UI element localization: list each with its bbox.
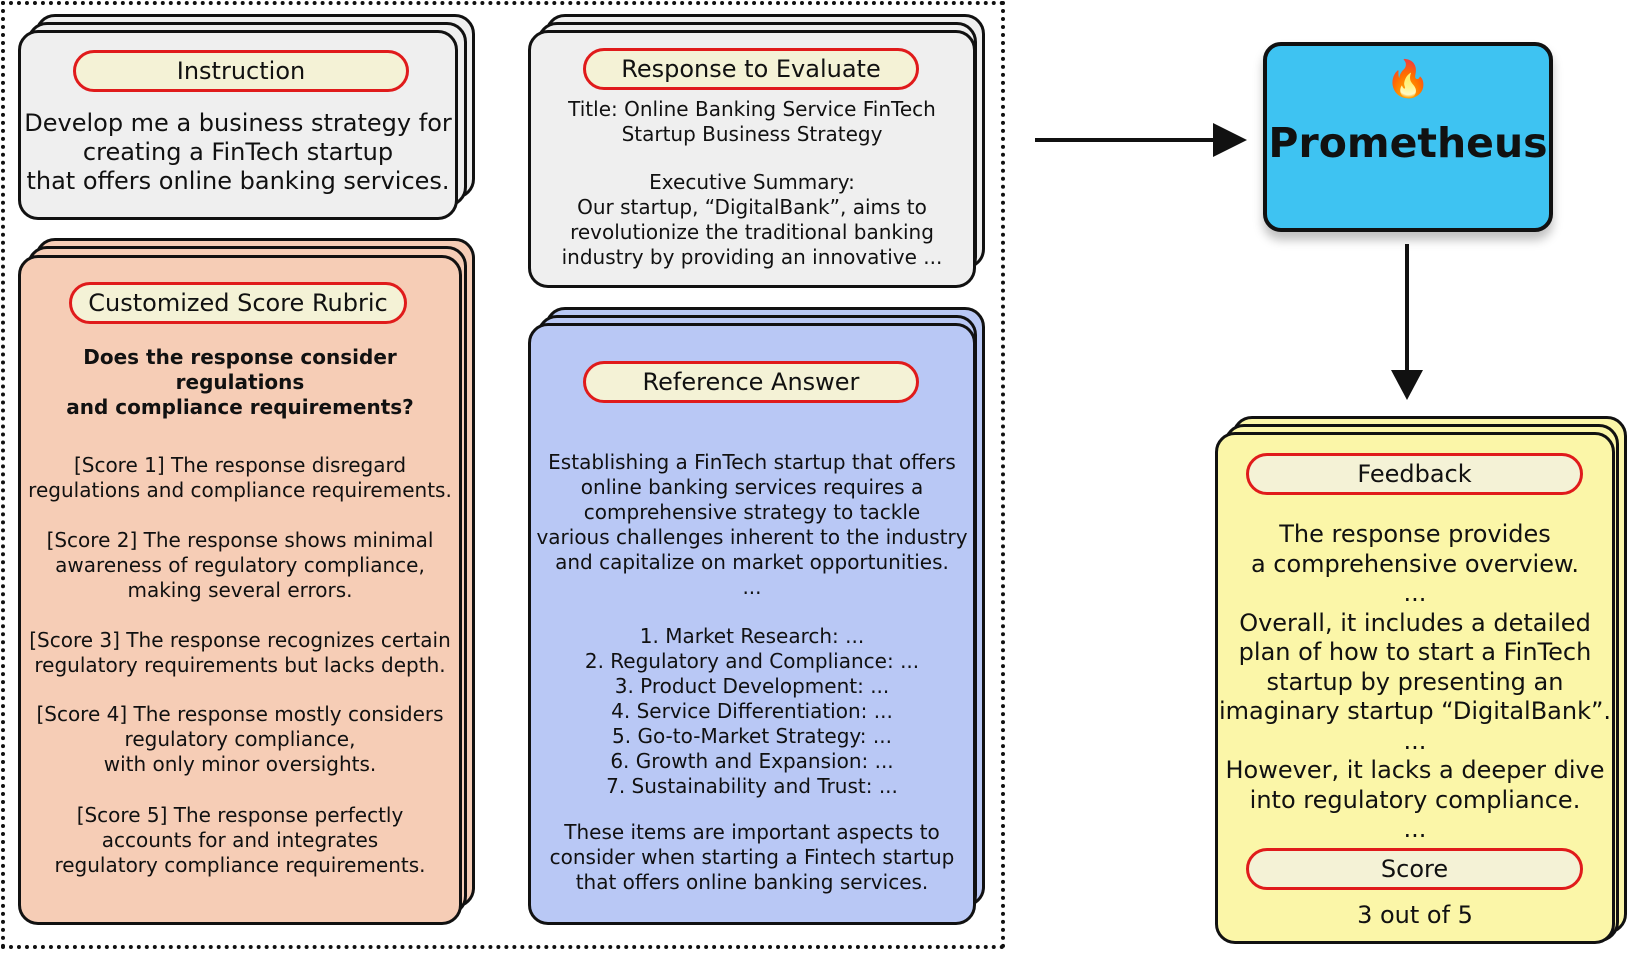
rubric-score-4: [Score 4] The response mostly considers …	[36, 702, 444, 776]
reference-label: Reference Answer	[583, 361, 919, 403]
score-value: 3 out of 5	[1357, 901, 1473, 929]
response-card: Response to Evaluate Title: Online Banki…	[528, 30, 976, 288]
instruction-card: Instruction Develop me a business strate…	[18, 30, 458, 220]
feedback-label: Feedback	[1246, 453, 1583, 495]
reference-outro: These items are important aspects to con…	[549, 820, 955, 894]
reference-intro: Establishing a FinTech startup that offe…	[536, 450, 968, 599]
instruction-label: Instruction	[73, 50, 409, 92]
score-label: Score	[1246, 848, 1583, 890]
feedback-card: Feedback The response provides a compreh…	[1215, 432, 1615, 944]
rubric-score-2: [Score 2] The response shows minimal awa…	[46, 528, 434, 602]
rubric-label: Customized Score Rubric	[69, 282, 407, 324]
response-summary: Executive Summary: Our startup, “Digital…	[561, 170, 943, 269]
instruction-text: Develop me a business strategy for creat…	[24, 109, 452, 195]
rubric-question: Does the response consider regulations a…	[66, 345, 414, 419]
rubric-card: Customized Score Rubric Does the respons…	[18, 255, 462, 925]
fire-icon: 🔥	[1385, 59, 1431, 100]
rubric-score-5: [Score 5] The response perfectly account…	[54, 803, 426, 877]
response-label: Response to Evaluate	[583, 48, 919, 90]
reference-card: Reference Answer Establishing a FinTech …	[528, 323, 976, 925]
reference-items: 1. Market Research: ... 2. Regulatory an…	[584, 624, 920, 798]
rubric-score-3: [Score 3] The response recognizes certai…	[29, 628, 451, 677]
input-group-frame	[1, 1, 1005, 949]
response-title: Title: Online Banking Service FinTech St…	[568, 97, 936, 146]
prometheus-label: Prometheus	[1268, 119, 1548, 167]
feedback-text: The response provides a comprehensive ov…	[1218, 520, 1612, 843]
prometheus-box: 🔥 Prometheus	[1263, 42, 1553, 232]
rubric-score-1: [Score 1] The response disregard regulat…	[28, 453, 452, 502]
